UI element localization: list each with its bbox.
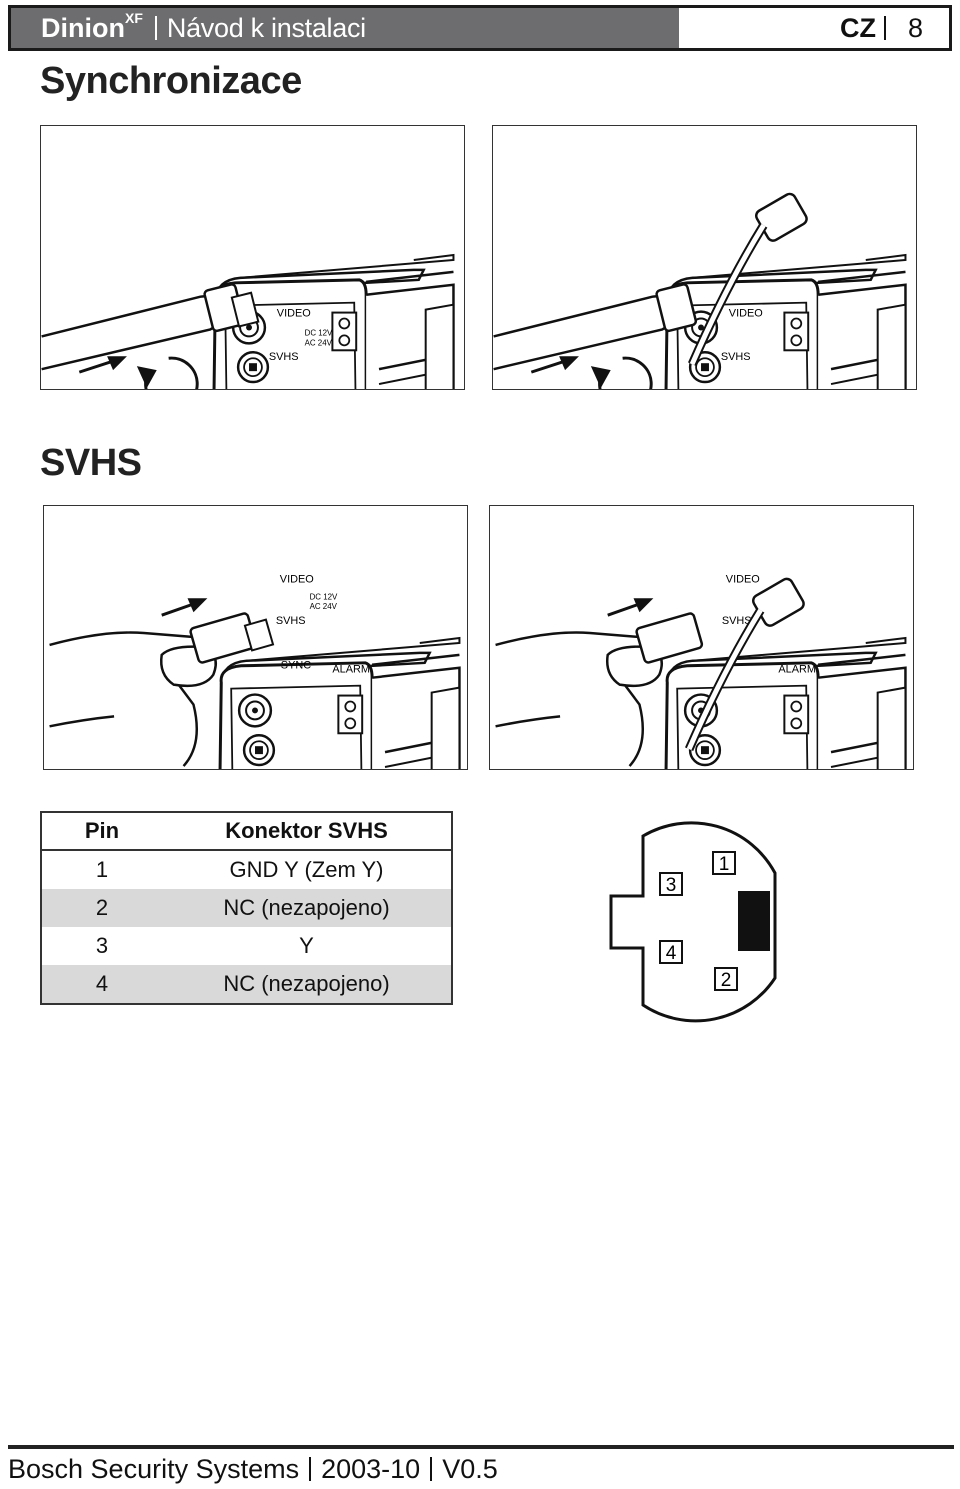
- label-ac: AC 24V: [305, 338, 333, 347]
- footer-rule: [8, 1445, 954, 1449]
- pin-function: Y: [299, 933, 314, 958]
- figure-svhs-with-power: VIDEO SVHS ALARM: [489, 505, 914, 770]
- label-alarm: ALARM: [332, 664, 370, 676]
- pin-function: NC (nezapojeno): [162, 889, 452, 927]
- footer-version: V0.5: [442, 1454, 498, 1484]
- label-video: VIDEO: [726, 573, 760, 585]
- section-title-svhs: SVHS: [40, 442, 142, 484]
- pin-number: 3: [95, 933, 109, 958]
- pin-function: GND Y (Zem Y): [229, 857, 384, 882]
- page-header: DinionXF Návod k instalaci CZ 8: [8, 5, 952, 51]
- label-svhs: SVHS: [269, 351, 299, 363]
- header-separator: [883, 16, 886, 40]
- table-row: 1 GND Y (Zem Y): [41, 850, 452, 889]
- connector-key: [738, 891, 770, 951]
- header-pin: Pin: [41, 812, 162, 851]
- brand-name: DinionXF: [41, 9, 143, 43]
- header-page-area: CZ 8: [679, 8, 949, 48]
- footer-separator: [309, 1457, 312, 1481]
- connector-outline: [609, 821, 777, 1023]
- svhs-with-power-illustration: VIDEO SVHS ALARM: [495, 573, 907, 769]
- label-dc: DC 12V: [305, 328, 333, 337]
- label-dc: DC 12V: [310, 592, 338, 601]
- pin-box-2: [714, 967, 738, 991]
- table-row: 4 NC (nezapojeno): [41, 965, 452, 1004]
- label-svhs: SVHS: [276, 615, 306, 627]
- label-video: VIDEO: [280, 573, 314, 585]
- label-video: VIDEO: [729, 308, 763, 320]
- table-row: 2 NC (nezapojeno): [41, 889, 452, 927]
- header-connector: Konektor SVHS: [162, 812, 452, 851]
- pin-number: 1: [95, 857, 109, 882]
- figure-svhs-insert: VIDEO SVHS SYNC ALARM DC 12V AC 24V: [43, 505, 468, 770]
- footer-date: 2003-10: [321, 1454, 421, 1484]
- pin-label-4: 4: [666, 943, 677, 964]
- svhs-connector-diagram: 1 2 3 4: [609, 821, 777, 1023]
- svhs-pin-table: Pin Konektor SVHS 1 GND Y (Zem Y) 2 NC (…: [40, 811, 453, 1005]
- footer-company: Bosch Security Systems: [8, 1454, 300, 1484]
- pin-box-3: [659, 872, 683, 896]
- pin-label-1: 1: [719, 854, 730, 875]
- label-sync: SYNC: [281, 660, 311, 672]
- label-svhs: SVHS: [722, 615, 752, 627]
- pin-number: 2: [41, 889, 162, 927]
- pin-box-1: [712, 851, 736, 875]
- table-row: 3 Y: [41, 927, 452, 965]
- language-code: CZ: [839, 12, 876, 43]
- label-alarm: ALARM: [778, 664, 816, 676]
- table-header-row: Pin Konektor SVHS: [41, 812, 452, 851]
- page-footer: Bosch Security Systems 2003-10 V0.5: [8, 1454, 498, 1485]
- label-ac: AC 24V: [310, 602, 338, 611]
- pin-number: 4: [41, 965, 162, 1004]
- footer-separator: [430, 1457, 433, 1481]
- figure-sync-with-svhs: VIDEO SVHS SYNC ALARM: [492, 125, 917, 390]
- brand-superscript: XF: [124, 9, 143, 26]
- figure-sync-connector: VIDEO SVHS SYNC ALARM DC 12V AC 24V: [40, 125, 465, 390]
- pin-label-3: 3: [666, 875, 677, 896]
- svhs-insert-illustration: VIDEO SVHS SYNC ALARM DC 12V AC 24V: [49, 573, 461, 769]
- page-number: 8: [907, 12, 923, 43]
- pin-box-4: [659, 940, 683, 964]
- sync-with-svhs-illustration: VIDEO SVHS SYNC ALARM: [493, 192, 907, 389]
- pin-label-2: 2: [721, 970, 732, 991]
- label-svhs: SVHS: [721, 351, 751, 363]
- label-video: VIDEO: [277, 308, 311, 320]
- section-title-sync: Synchronizace: [40, 60, 302, 102]
- header-separator: [154, 16, 157, 40]
- header-title-area: DinionXF Návod k instalaci: [11, 8, 679, 48]
- pin-function: NC (nezapojeno): [162, 965, 452, 1004]
- document-title: Návod k instalaci: [166, 12, 366, 43]
- sync-connector-illustration: VIDEO SVHS SYNC ALARM DC 12V AC 24V: [41, 253, 455, 389]
